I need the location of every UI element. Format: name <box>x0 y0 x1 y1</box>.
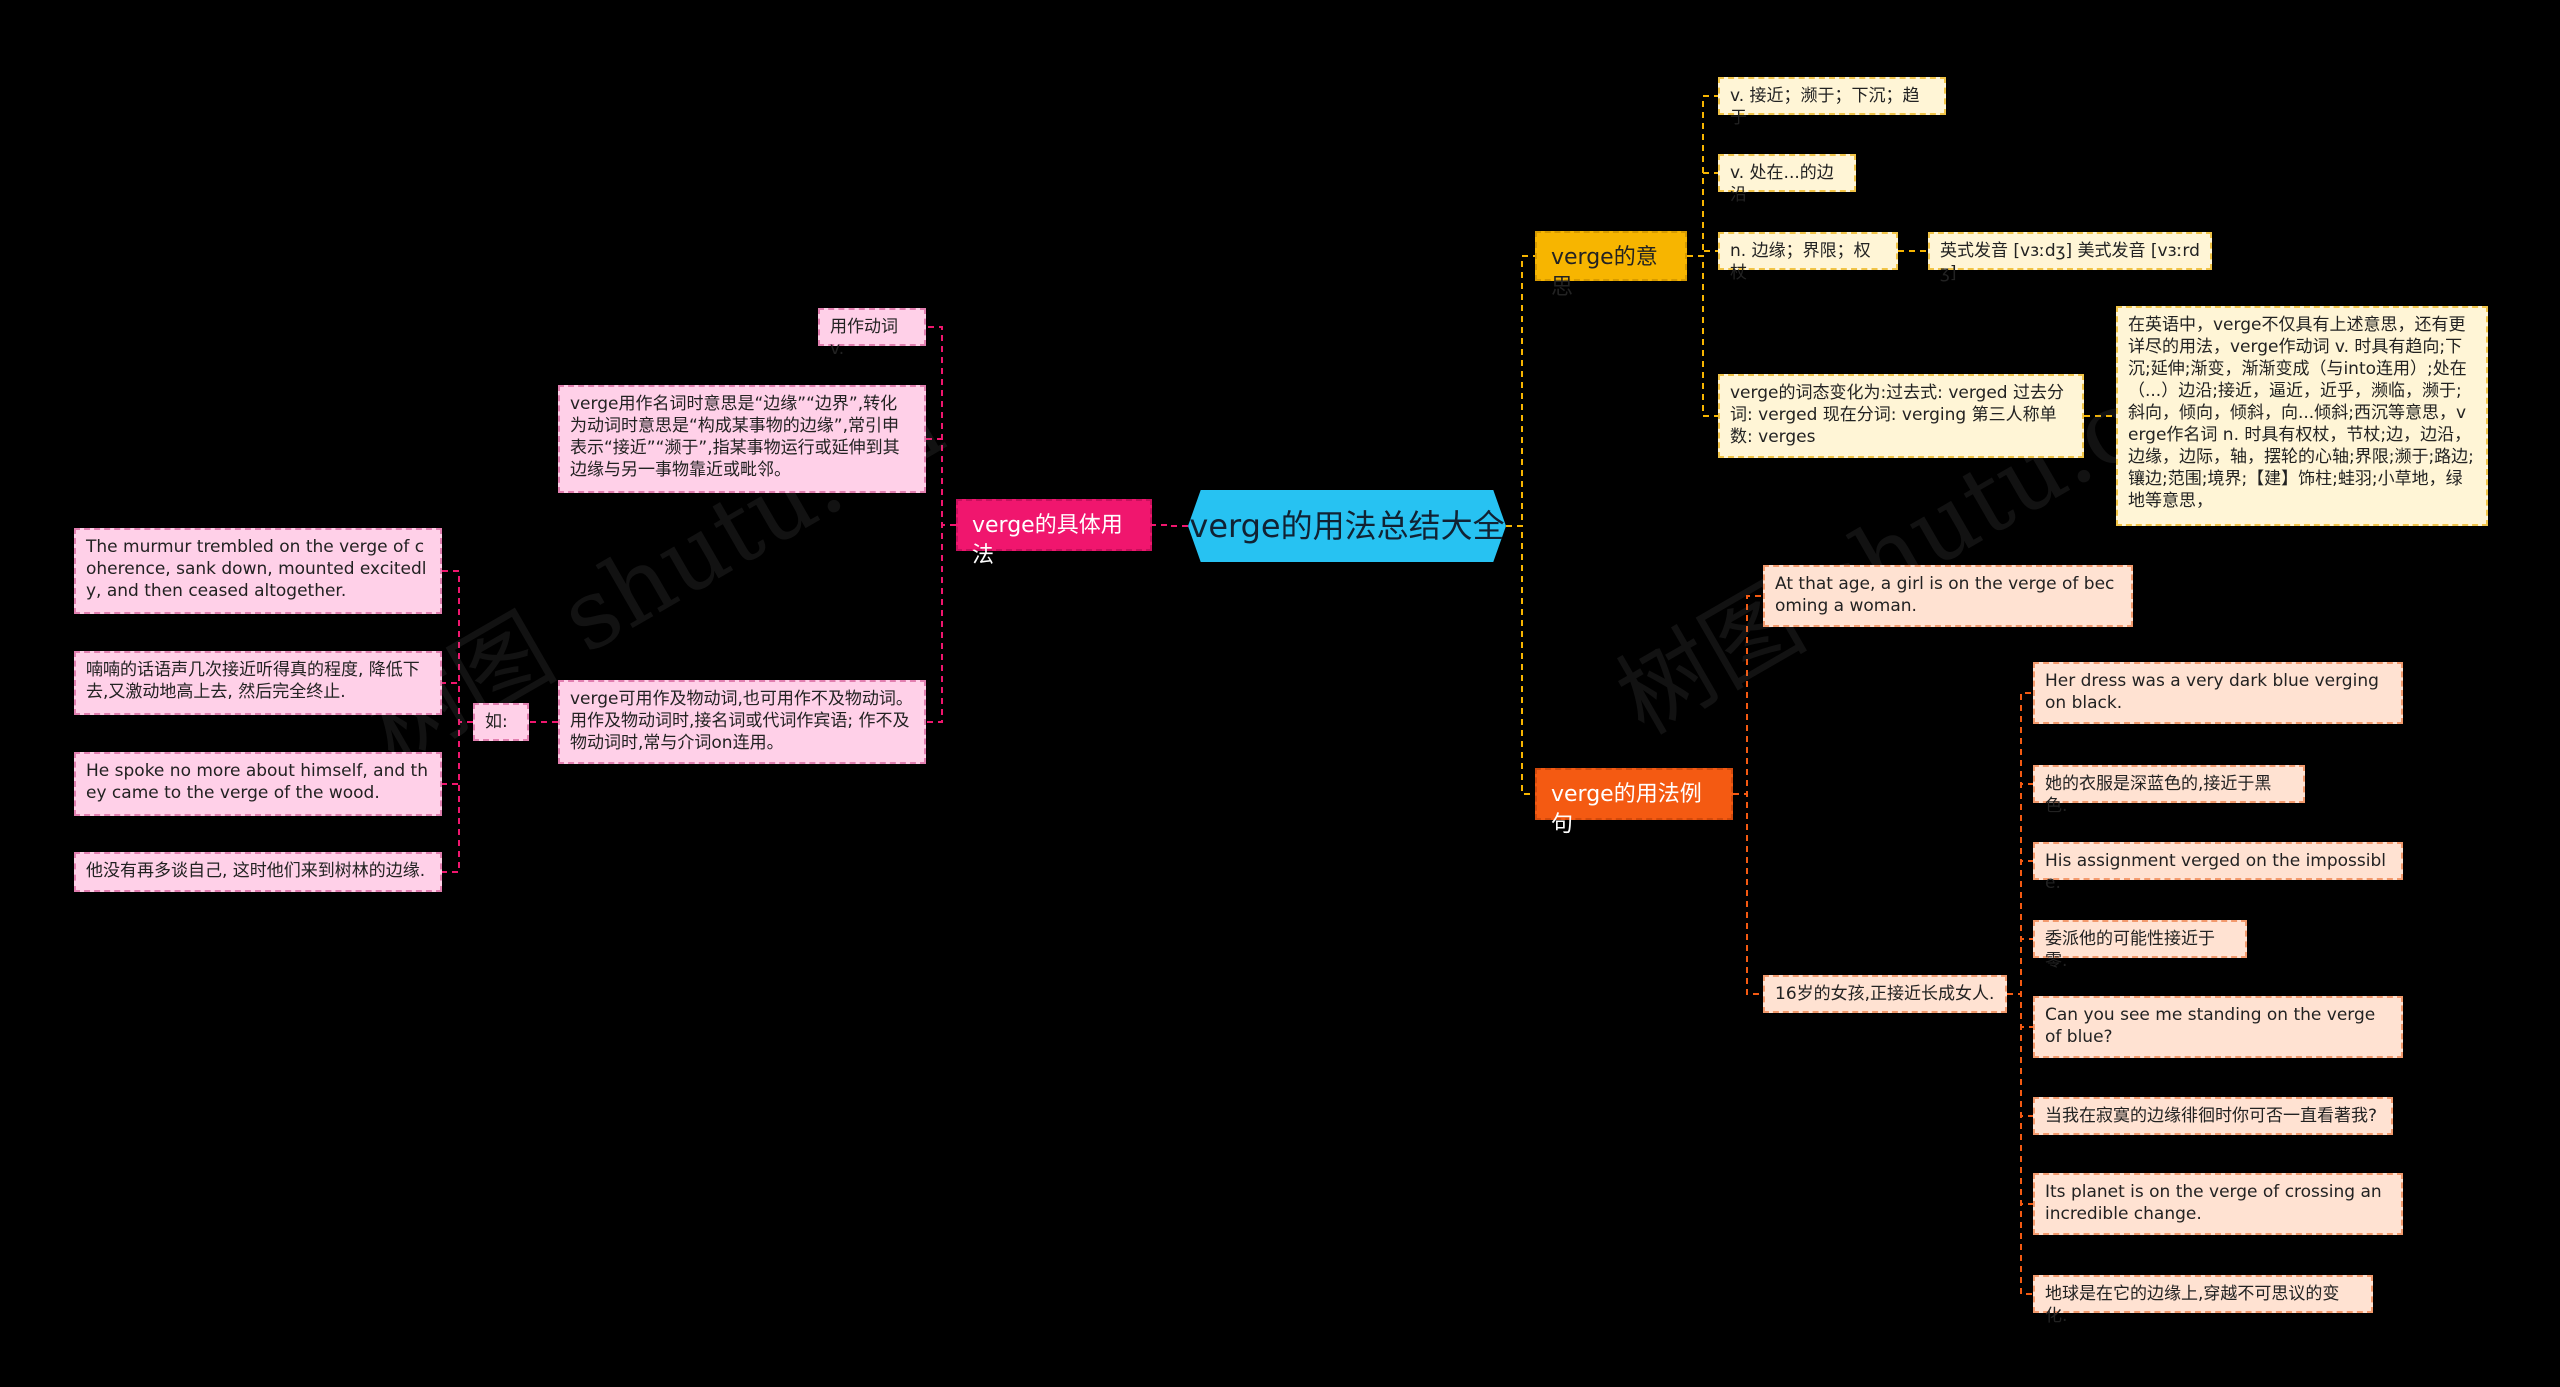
meaning-item[interactable]: v. 处在...的边沿 <box>1718 154 1856 205</box>
usage-example[interactable]: 他没有再多谈自己, 这时他们来到树林的边缘. <box>74 852 442 892</box>
connector <box>2007 993 2033 1028</box>
sentence-item[interactable]: 她的衣服是深蓝色的,接近于黑色. <box>2033 765 2305 816</box>
example-sentence[interactable]: At that age, a girl is on the verge of b… <box>1763 565 2133 627</box>
usage-verb-tag[interactable]: 用作动词 v. <box>818 308 926 359</box>
sentence-item[interactable]: Can you see me standing on the verge of … <box>2033 996 2403 1058</box>
example-tag[interactable]: 如: <box>473 703 529 741</box>
connector <box>1152 524 1188 527</box>
meaning-item[interactable]: n. 边缘；界限；权杖 <box>1718 232 1898 283</box>
connector <box>1733 595 1763 795</box>
meaning-item[interactable]: verge的词态变化为:过去式: verged 过去分词: verged 现在分… <box>1718 374 2084 458</box>
usage-verb-note[interactable]: verge可用作及物动词,也可用作不及物动词。用作及物动词时,接名词或代词作宾语… <box>558 680 926 764</box>
connector <box>442 721 473 873</box>
connector <box>1687 95 1718 257</box>
connector <box>1506 525 1535 795</box>
connector <box>442 682 473 723</box>
connector <box>1687 172 1718 257</box>
sentence-item[interactable]: His assignment verged on the impossible. <box>2033 842 2403 893</box>
meaning-detail[interactable]: 在英语中，verge不仅具有上述意思，还有更详尽的用法，verge作动词 v. … <box>2116 306 2488 526</box>
root-topic[interactable]: verge的用法总结大全 <box>1188 490 1506 562</box>
connector <box>2007 938 2033 995</box>
branch-sentences[interactable]: verge的用法例句 <box>1535 768 1733 837</box>
connector <box>926 326 956 526</box>
sentence-item[interactable]: 地球是在它的边缘上,穿越不可思议的变化. <box>2033 1275 2373 1326</box>
branch-meaning[interactable]: verge的意思 <box>1535 231 1687 300</box>
pronunciation[interactable]: 英式发音 [vɜːdʒ] 美式发音 [vɜːrdʒ] <box>1928 232 2212 283</box>
connector <box>1687 255 1718 417</box>
connector <box>442 570 473 723</box>
connector <box>1733 793 1763 995</box>
sentence-item[interactable]: Her dress was a very dark blue verging o… <box>2033 662 2403 724</box>
usage-example[interactable]: 喃喃的话语声几次接近听得真的程度, 降低下去,又激动地高上去, 然后完全终止. <box>74 651 442 715</box>
sentence-item[interactable]: Its planet is on the verge of crossing a… <box>2033 1173 2403 1235</box>
connector <box>2007 692 2033 995</box>
branch-usage[interactable]: verge的具体用法 <box>956 499 1152 568</box>
connector <box>926 524 956 723</box>
connector <box>2007 993 2033 1117</box>
usage-noun-note[interactable]: verge用作名词时意思是“边缘”“边界”,转化为动词时意思是“构成某事物的边缘… <box>558 385 926 493</box>
meaning-item[interactable]: v. 接近；濒于；下沉；趋于 <box>1718 77 1946 128</box>
usage-example[interactable]: The murmur trembled on the verge of cohe… <box>74 528 442 614</box>
sentence-item[interactable]: 当我在寂寞的边缘徘徊时你可否一直看著我? <box>2033 1097 2393 1135</box>
example-sentence[interactable]: 16岁的女孩,正接近长成女人. <box>1763 975 2007 1013</box>
connector <box>1506 255 1535 527</box>
usage-example[interactable]: He spoke no more about himself, and they… <box>74 752 442 816</box>
sentence-item[interactable]: 委派他的可能性接近于零. <box>2033 920 2247 971</box>
connector <box>2007 993 2033 1295</box>
connector <box>926 438 956 526</box>
connector <box>2007 860 2033 995</box>
connector <box>442 721 473 785</box>
